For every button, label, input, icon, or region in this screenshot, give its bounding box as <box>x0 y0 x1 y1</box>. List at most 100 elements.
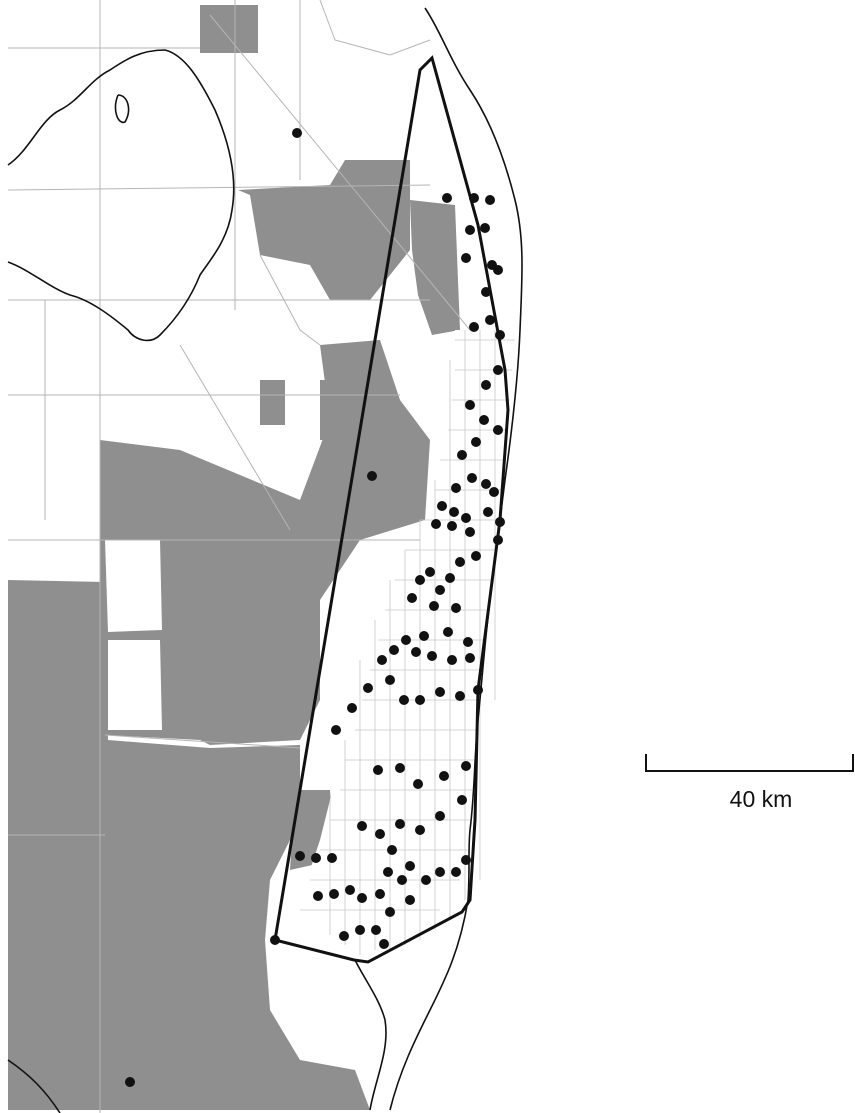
observation-point <box>373 765 383 775</box>
observation-point <box>493 535 503 545</box>
observation-point <box>405 861 415 871</box>
observation-point <box>125 1077 135 1087</box>
road <box>209 14 471 331</box>
observation-point <box>443 627 453 637</box>
protected-area-everglades <box>100 340 430 745</box>
observation-point <box>379 939 389 949</box>
observation-point <box>375 889 385 899</box>
observation-point <box>355 925 365 935</box>
observation-point <box>383 867 393 877</box>
observation-point <box>451 603 461 613</box>
observation-point <box>483 507 493 517</box>
observation-point <box>465 527 475 537</box>
observation-point <box>363 683 373 693</box>
observation-point <box>371 925 381 935</box>
scale-bar-label: 40 km <box>729 786 793 812</box>
protected-area-west <box>8 580 370 1110</box>
observation-point <box>442 193 452 203</box>
observation-point <box>431 519 441 529</box>
keys-land <box>280 960 380 1060</box>
observation-points <box>125 128 505 1087</box>
observation-point <box>481 380 491 390</box>
protected-area-top <box>200 5 258 53</box>
observation-point <box>455 691 465 701</box>
observation-point <box>292 128 302 138</box>
observation-point <box>327 853 337 863</box>
white-block <box>105 540 162 632</box>
road <box>104 734 301 749</box>
observation-point <box>493 365 503 375</box>
observation-point <box>479 415 489 425</box>
road <box>319 0 431 56</box>
observation-point <box>429 601 439 611</box>
protected-areas <box>8 5 460 1110</box>
observation-point <box>387 845 397 855</box>
observation-point <box>395 763 405 773</box>
observation-point <box>411 647 421 657</box>
observation-point <box>455 557 465 567</box>
observation-point <box>399 695 409 705</box>
road <box>259 254 321 346</box>
observation-point <box>407 593 417 603</box>
observation-point <box>471 551 481 561</box>
observation-point <box>345 885 355 895</box>
observation-point <box>451 867 461 877</box>
observation-point <box>385 675 395 685</box>
observation-point <box>415 695 425 705</box>
road-network <box>7 0 471 1113</box>
observation-point <box>357 893 367 903</box>
keys-coast <box>354 959 387 1111</box>
observation-point <box>489 487 499 497</box>
observation-point <box>329 889 339 899</box>
observation-point <box>389 645 399 655</box>
observation-point <box>377 655 387 665</box>
observation-point <box>435 687 445 697</box>
observation-point <box>457 795 467 805</box>
observation-point <box>427 651 437 661</box>
observation-point <box>397 875 407 885</box>
lake-okeechobee-shore <box>7 49 235 342</box>
observation-point <box>473 685 483 695</box>
observation-point <box>357 821 367 831</box>
observation-point <box>313 891 323 901</box>
road <box>7 184 431 191</box>
observation-point <box>425 567 435 577</box>
observation-point <box>435 867 445 877</box>
observation-point <box>419 631 429 641</box>
lake-islands <box>114 94 130 124</box>
observation-point <box>485 195 495 205</box>
observation-point <box>415 575 425 585</box>
observation-point <box>481 479 491 489</box>
observation-point <box>480 223 490 233</box>
scale-bar <box>645 754 854 772</box>
observation-point <box>469 193 479 203</box>
protected-area-northeast <box>410 200 460 335</box>
white-block-2 <box>108 640 162 730</box>
observation-point <box>435 811 445 821</box>
protected-area-small-1 <box>320 380 350 440</box>
southwest-coast <box>7 1059 61 1113</box>
observation-point <box>447 521 457 531</box>
observation-point <box>461 855 471 865</box>
observation-point <box>405 895 415 905</box>
observation-point <box>367 471 377 481</box>
observation-point <box>439 771 449 781</box>
protected-area-small-2 <box>260 380 285 425</box>
observation-point <box>375 829 385 839</box>
observation-point <box>481 287 491 297</box>
observation-point <box>385 907 395 917</box>
observation-point <box>465 653 475 663</box>
observation-point <box>461 513 471 523</box>
observation-point <box>395 819 405 829</box>
observation-point <box>465 225 475 235</box>
observation-point <box>495 517 505 527</box>
observation-point <box>339 931 349 941</box>
observation-point <box>471 437 481 447</box>
observation-point <box>493 265 503 275</box>
observation-point <box>451 483 461 493</box>
observation-point <box>413 779 423 789</box>
observation-point <box>457 450 467 460</box>
observation-point <box>311 853 321 863</box>
observation-point <box>437 501 447 511</box>
observation-point <box>495 330 505 340</box>
